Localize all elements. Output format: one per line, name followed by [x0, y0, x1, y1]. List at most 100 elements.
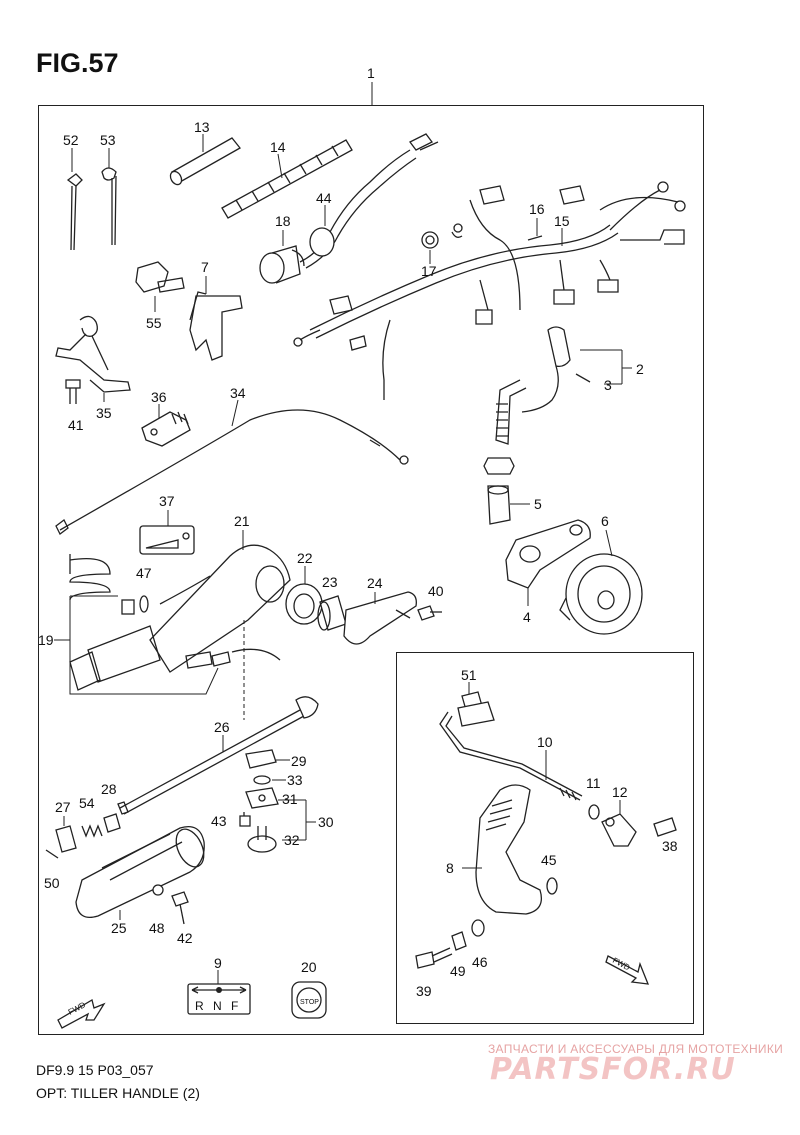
callout-39: 39 [416, 983, 432, 999]
seal-22 [285, 583, 323, 625]
grip-25 [75, 825, 205, 919]
callout-53: 53 [100, 132, 116, 148]
label-37 [139, 525, 195, 555]
tube-13 [169, 137, 241, 186]
washer-48 [152, 884, 164, 896]
callout-47: 47 [136, 565, 152, 581]
callout-51: 51 [461, 667, 477, 683]
nut [483, 457, 515, 475]
callout-52: 52 [63, 132, 79, 148]
figure-title: FIG.57 [36, 48, 119, 78]
bracket-7 [189, 291, 243, 361]
cable-34 [55, 409, 409, 535]
callout-15: 15 [554, 213, 570, 229]
watermark-logo: PARTSFOR.RU [490, 1052, 736, 1087]
leader-14 [277, 153, 283, 179]
stop-button-20 [291, 981, 327, 1019]
washer-46 [471, 919, 485, 937]
callout-28: 28 [101, 781, 117, 797]
callout-9: 9 [214, 955, 222, 971]
cable-tie-52 [66, 173, 83, 251]
pulley-6 [559, 553, 643, 635]
callout-3: 3 [604, 377, 612, 393]
callout-2: 2 [636, 361, 644, 377]
callout-20: 20 [301, 959, 317, 975]
callout-55: 55 [146, 315, 162, 331]
callout-48: 48 [149, 920, 165, 936]
callout-26: 26 [214, 719, 230, 735]
watermark-tagline: ЗАПЧАСТИ И АКСЕССУАРЫ ДЛЯ МОТОТЕХНИКИ [488, 1042, 784, 1056]
joint-12 [601, 813, 637, 847]
callout-18: 18 [275, 213, 291, 229]
harness-44 [299, 133, 439, 269]
bolt-39 [415, 947, 453, 969]
stop-label: STOP [300, 999, 319, 1006]
pivot-32 [247, 826, 277, 853]
main-harness-15 [293, 181, 686, 400]
callout-19: 19 [38, 632, 54, 648]
washer-49 [451, 931, 467, 951]
rod-10 [439, 711, 583, 801]
spiral-wrap-14 [221, 139, 353, 219]
leader-34 [231, 399, 239, 427]
callout-42: 42 [177, 930, 193, 946]
callout-13: 13 [194, 119, 210, 135]
knob-27 [55, 825, 77, 853]
callout-30: 30 [318, 814, 334, 830]
lever-4 [505, 519, 591, 589]
callout-29: 29 [291, 753, 307, 769]
bolt-38 [653, 817, 677, 837]
holder-35 [55, 315, 131, 393]
callout-27: 27 [55, 799, 71, 815]
callout-16: 16 [529, 201, 545, 217]
callout-44: 44 [316, 190, 332, 206]
collar-28 [103, 813, 121, 833]
handle-fitting [185, 648, 281, 669]
shift-link-19 [69, 554, 135, 615]
tiller-handle-21 [69, 544, 291, 691]
decal-f: F [231, 999, 238, 1013]
spring-54 [81, 824, 103, 838]
callout-36: 36 [151, 389, 167, 405]
callout-31: 31 [282, 791, 298, 807]
callout-12: 12 [612, 784, 628, 800]
fwd-arrow-icon-left [57, 998, 106, 1029]
callout-33: 33 [287, 772, 303, 788]
clip-53 [101, 167, 117, 246]
footer-model-code: DF9.9 15 P03_057 [36, 1062, 154, 1078]
block-31 [245, 787, 279, 809]
grommet-36 [141, 411, 191, 447]
fwd-arrow-icon-right [605, 955, 650, 985]
screw-42 [171, 891, 189, 925]
callout-40: 40 [428, 583, 444, 599]
lever-8 [475, 784, 543, 915]
callout-4: 4 [523, 609, 531, 625]
shift-rod-26 [117, 696, 319, 815]
footer-figure-name: OPT: TILLER HANDLE (2) [36, 1085, 200, 1101]
throttle-shaft-2 [495, 326, 591, 445]
callout-54: 54 [79, 795, 95, 811]
callout-10: 10 [537, 734, 553, 750]
connector-51 [457, 691, 495, 727]
callout-5: 5 [534, 496, 542, 512]
callout-11: 11 [586, 775, 601, 791]
inset-frame [396, 652, 694, 1024]
callout-45: 45 [541, 852, 557, 868]
collar-5 [487, 485, 511, 525]
callout-17: 17 [421, 263, 437, 279]
callout-7: 7 [201, 259, 209, 275]
callout-46: 46 [472, 954, 488, 970]
decal-r: R [195, 999, 204, 1013]
callout-6: 6 [601, 513, 609, 529]
callout-38: 38 [662, 838, 678, 854]
leader-19 [69, 596, 219, 695]
callout-1: 1 [367, 65, 375, 81]
main-frame [38, 105, 704, 1035]
screw-41 [65, 379, 81, 404]
callout-22: 22 [297, 550, 313, 566]
washer-47 [139, 595, 149, 613]
pin-50 [45, 849, 59, 859]
screw-43 [239, 812, 251, 827]
switch-18 [259, 245, 305, 284]
clamp-17 [421, 231, 439, 249]
